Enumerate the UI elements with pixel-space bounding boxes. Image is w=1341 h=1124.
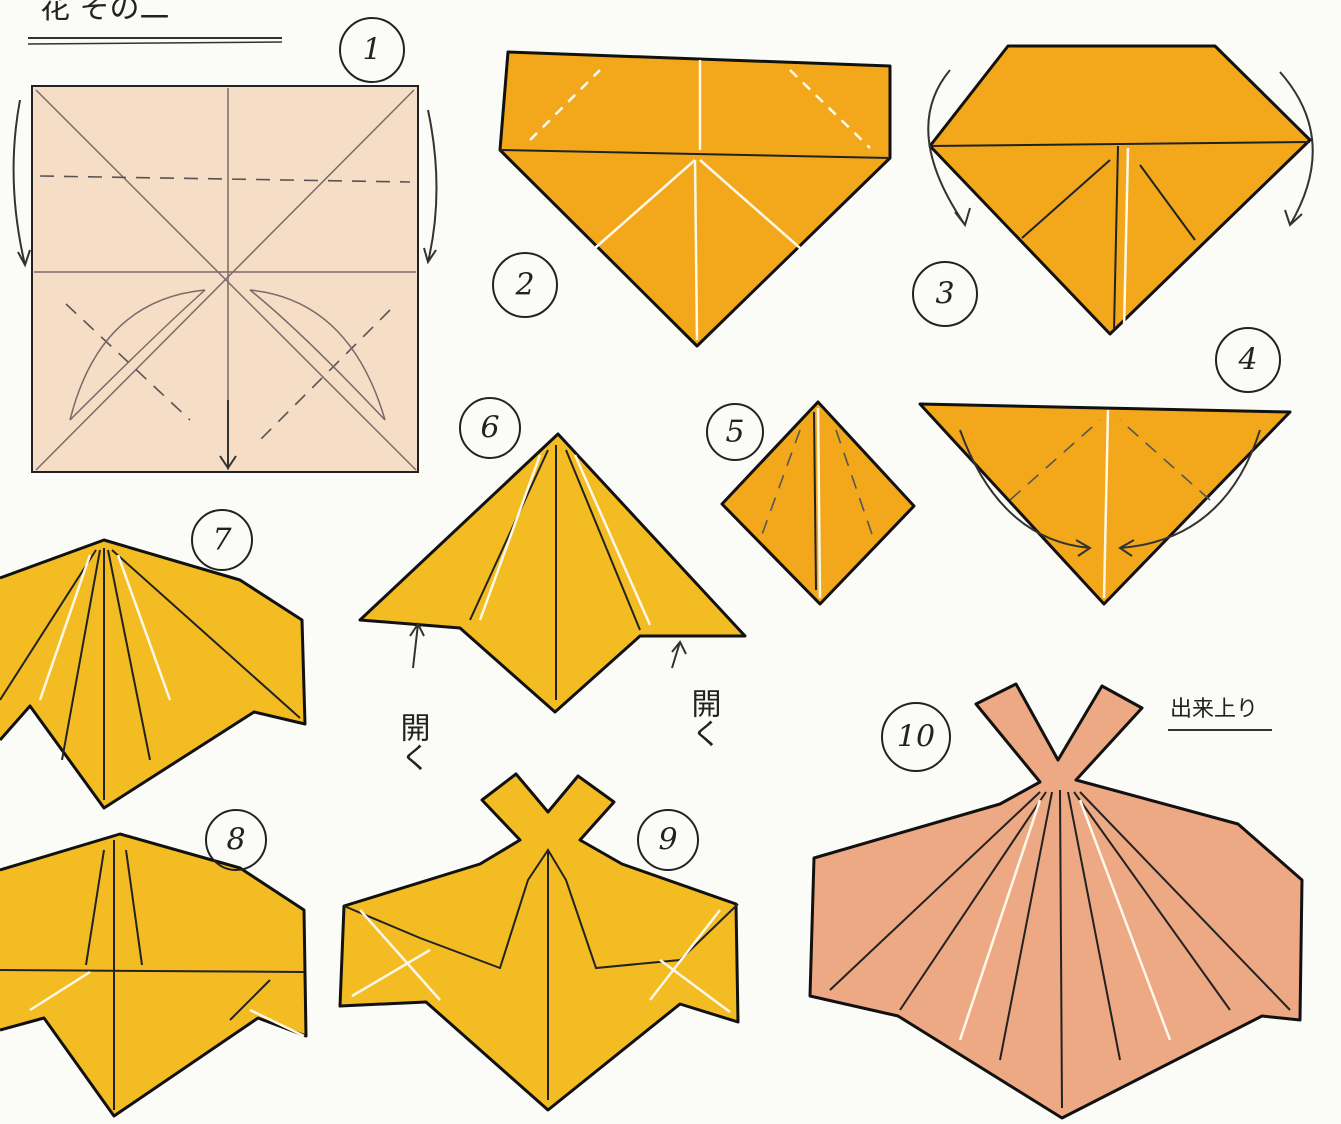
step-4-shape — [920, 404, 1290, 604]
step-1-number: 1 — [362, 33, 381, 68]
step-9-number: 9 — [658, 823, 677, 858]
step-9-shape — [340, 774, 738, 1110]
step-6-shape — [360, 434, 745, 712]
step-2-shape — [500, 52, 890, 346]
step-4-number: 4 — [1237, 343, 1257, 378]
step-8-shape — [0, 834, 306, 1116]
step-7-number: 7 — [212, 523, 232, 558]
title-underline-2 — [28, 42, 282, 44]
step-2-number: 2 — [514, 268, 534, 303]
diagram-title: 花 その二 — [40, 0, 170, 26]
step-6-number: 6 — [480, 411, 499, 446]
step-8-number: 8 — [226, 823, 245, 858]
step-3-number: 3 — [935, 277, 954, 312]
step-7-shape — [0, 540, 305, 808]
step-10-number: 10 — [897, 720, 935, 755]
step-5-number: 5 — [725, 415, 744, 450]
open-right-label: 開く — [686, 688, 721, 748]
finished-label: 出来上り — [1170, 697, 1258, 722]
step-1-square — [14, 86, 437, 472]
step-5-shape — [722, 402, 914, 604]
open-left-label: 開く — [395, 712, 430, 772]
step-3-shape — [928, 46, 1312, 334]
